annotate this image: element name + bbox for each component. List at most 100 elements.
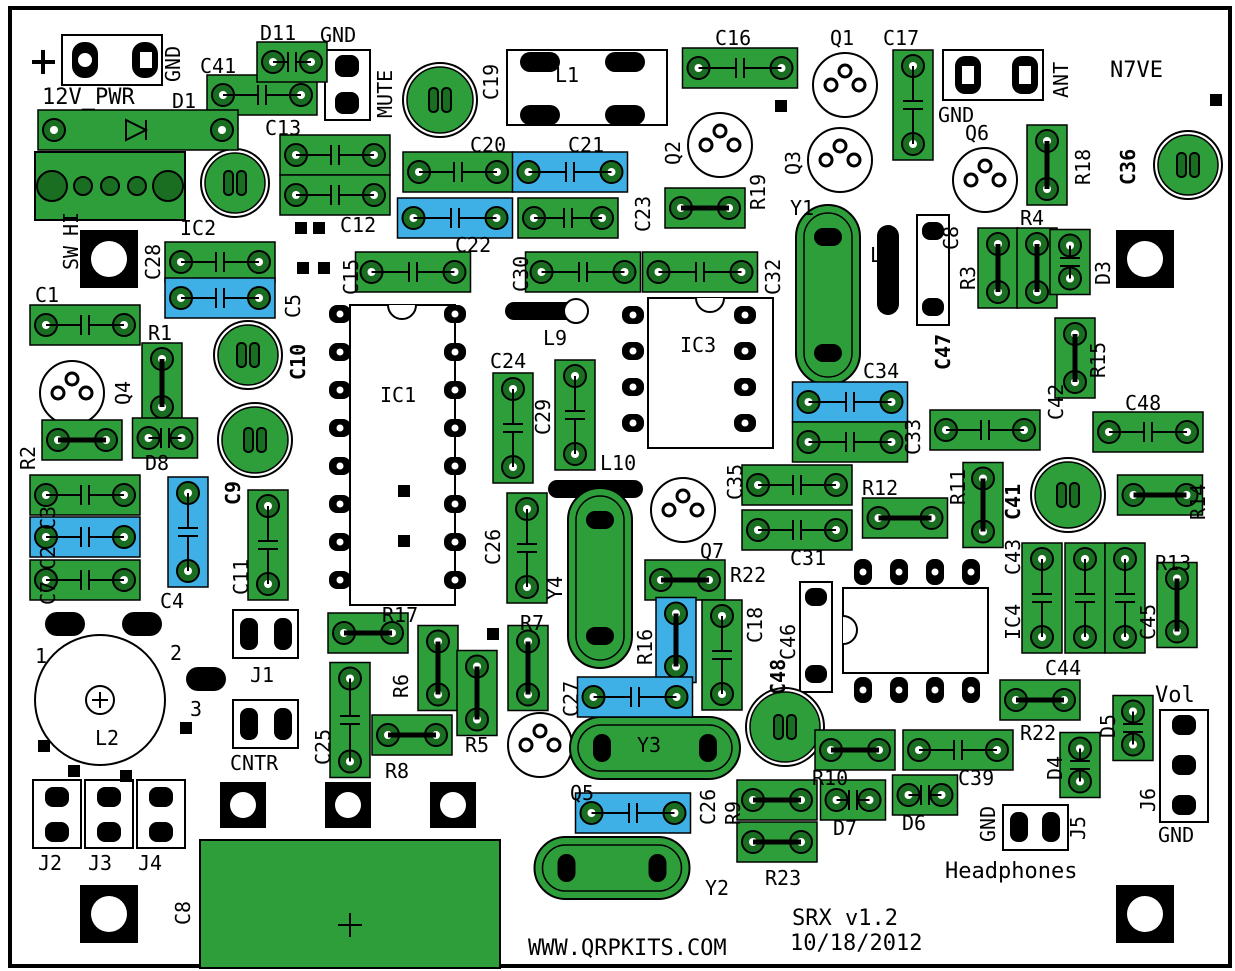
part-r7 — [507, 624, 549, 712]
part-c11 — [247, 489, 289, 601]
label-c22: C23 — [631, 196, 655, 232]
part-d8 — [131, 417, 199, 459]
label-c32: C31 — [790, 546, 826, 570]
label-j1: J1 — [250, 663, 274, 687]
label-c44: C45 — [1136, 604, 1160, 640]
part-c23 — [492, 372, 534, 484]
part-c4 — [167, 476, 209, 588]
label-j5: J5 — [1066, 816, 1090, 840]
label-ic4: IC4 — [1001, 604, 1025, 640]
part-r23 — [736, 821, 818, 863]
part-d6 — [891, 774, 959, 816]
label-c48: C48 — [766, 659, 790, 695]
label-q6: Q6 — [965, 121, 989, 145]
label-c34: C34 — [863, 359, 899, 383]
crystal-y1 — [795, 204, 861, 386]
part-c5 — [164, 277, 276, 319]
label-c41: C42 — [1044, 384, 1068, 420]
part-r21 — [644, 559, 726, 601]
label-c19: C20 — [470, 133, 506, 157]
part-d1 — [37, 109, 239, 151]
part-r9 — [736, 779, 818, 821]
part-r12 — [861, 497, 949, 539]
label-j6: J6 — [1136, 788, 1160, 812]
label-l1: L1 — [555, 63, 579, 87]
ic1-package — [349, 304, 456, 606]
vol-gnd-label: GND — [1158, 823, 1194, 847]
label-c47: C48 — [1125, 391, 1161, 415]
label-c9: C9 — [221, 481, 245, 505]
label-c38: C39 — [958, 766, 994, 790]
date-label: 10/18/2012 — [790, 931, 922, 956]
label-r23: R23 — [765, 866, 801, 890]
part-c26 — [574, 792, 692, 834]
part-c35 — [741, 464, 853, 506]
label-c35: C35 — [723, 464, 747, 500]
website-label: WWW.QRPKITS.COM — [528, 936, 727, 961]
label-ic2: IC2 — [180, 216, 216, 240]
label-c25: C26 — [481, 529, 505, 565]
mute-header — [324, 49, 371, 121]
ic4-package — [842, 587, 989, 674]
label-r17: R17 — [382, 603, 418, 627]
label-c8: C8 — [171, 901, 195, 925]
part-d11 — [256, 41, 328, 83]
part-c41 — [929, 409, 1041, 451]
part-c19 — [402, 151, 514, 193]
label-c12: C12 — [340, 213, 376, 237]
part-d4 — [1059, 731, 1101, 799]
label-c29: C28 — [141, 244, 165, 280]
label-c10: C10 — [286, 344, 310, 380]
headphones-gnd-label: GND — [976, 806, 1000, 842]
label-r1: R1 — [148, 321, 172, 345]
label-ic1: IC1 — [380, 383, 416, 407]
label-d11: D11 — [260, 21, 296, 45]
label-c7: C8 — [939, 226, 963, 250]
part-d3 — [1049, 228, 1091, 296]
elcap-c36 — [1153, 130, 1223, 200]
label-r7: R7 — [520, 611, 544, 635]
label-c14: C15 — [339, 259, 363, 295]
part-c32 — [741, 509, 853, 551]
part-c6 — [29, 559, 141, 601]
label-q1: Q1 — [830, 26, 854, 50]
part-c15 — [681, 47, 799, 89]
ic1-pins — [329, 305, 466, 589]
part-c38 — [902, 729, 1014, 771]
elcap-c48 — [745, 687, 825, 767]
part-c43 — [1064, 542, 1106, 654]
switch-hi-label: HI — [59, 212, 83, 236]
elcap-c9 — [217, 402, 293, 478]
label-r13: R13 — [1155, 551, 1191, 575]
part-c25 — [506, 492, 548, 604]
label-c45: C46 — [776, 624, 800, 660]
label-l10: L10 — [600, 451, 636, 475]
label-c36: C36 — [1116, 149, 1140, 185]
part-r10 — [814, 729, 896, 771]
label-c16: C17 — [883, 26, 919, 50]
part-r17 — [327, 612, 409, 654]
part-r8 — [371, 714, 453, 756]
label-c6: C7 — [36, 581, 60, 605]
cntr-label: CNTR — [230, 751, 279, 775]
transistors — [39, 52, 1018, 778]
crystal-y2 — [533, 836, 691, 900]
label-d3: D3 — [1091, 261, 1115, 285]
ant-gnd-label: GND — [938, 103, 974, 127]
pin2-label: 2 — [170, 641, 182, 665]
power-gnd-label: GND — [161, 46, 185, 82]
label-q4: Q4 — [111, 381, 135, 405]
part-r19 — [664, 187, 746, 229]
label-q7: Q7 — [700, 539, 724, 563]
label-r18: R18 — [1071, 149, 1095, 185]
ant-label: ANT — [1049, 62, 1073, 98]
label-c31: C32 — [761, 259, 785, 295]
label-r15: R15 — [1086, 342, 1110, 378]
part-c14b — [279, 174, 391, 216]
part-c24 — [329, 661, 371, 779]
part-r22 — [999, 679, 1081, 721]
headphones-label: Headphones — [945, 859, 1077, 884]
pin3-label: 3 — [190, 697, 202, 721]
label-q2: Q2 — [661, 141, 685, 165]
part-c2 — [29, 516, 141, 558]
